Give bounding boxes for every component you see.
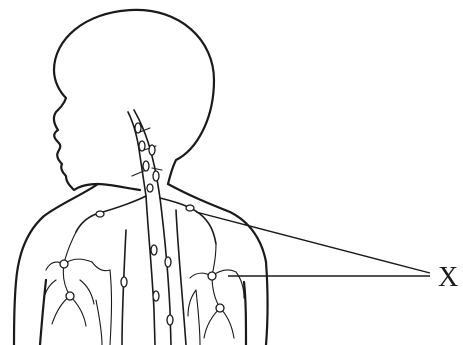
pointer-lines bbox=[196, 212, 430, 276]
left-axillary-plexus bbox=[44, 232, 110, 326]
right-shoulder-outline bbox=[168, 184, 268, 345]
lymph-node bbox=[121, 277, 127, 287]
central-trunk-outer bbox=[176, 210, 186, 345]
head-outline bbox=[54, 10, 214, 190]
lymph-node bbox=[143, 161, 149, 171]
lymph-node bbox=[96, 211, 104, 217]
left-armpit-outline bbox=[40, 280, 46, 345]
lymph-node bbox=[60, 260, 68, 268]
right-chest-vessels bbox=[196, 290, 200, 345]
lymph-node bbox=[135, 123, 141, 133]
lymph-node bbox=[186, 205, 194, 211]
lymph-node bbox=[147, 184, 153, 192]
body-outline bbox=[14, 10, 268, 345]
left-chest-vessels bbox=[96, 270, 112, 345]
lymph-node bbox=[149, 145, 155, 155]
lymph-node bbox=[167, 315, 173, 325]
lymph-node bbox=[165, 257, 171, 267]
lymph-node bbox=[208, 272, 216, 280]
lymph-node bbox=[216, 304, 224, 312]
central-trunk-left bbox=[146, 196, 155, 345]
lymph-node bbox=[153, 171, 159, 181]
lymph-node bbox=[139, 141, 145, 151]
lymph-node bbox=[153, 291, 159, 301]
pointer-label: X bbox=[438, 262, 458, 293]
leader-line-upper bbox=[196, 212, 430, 273]
lymph-node bbox=[151, 245, 157, 255]
right-armpit-outline bbox=[244, 282, 246, 345]
left-subclavian-vessel bbox=[76, 196, 146, 232]
lymph-nodes bbox=[60, 123, 224, 325]
lymph-node bbox=[66, 292, 74, 300]
